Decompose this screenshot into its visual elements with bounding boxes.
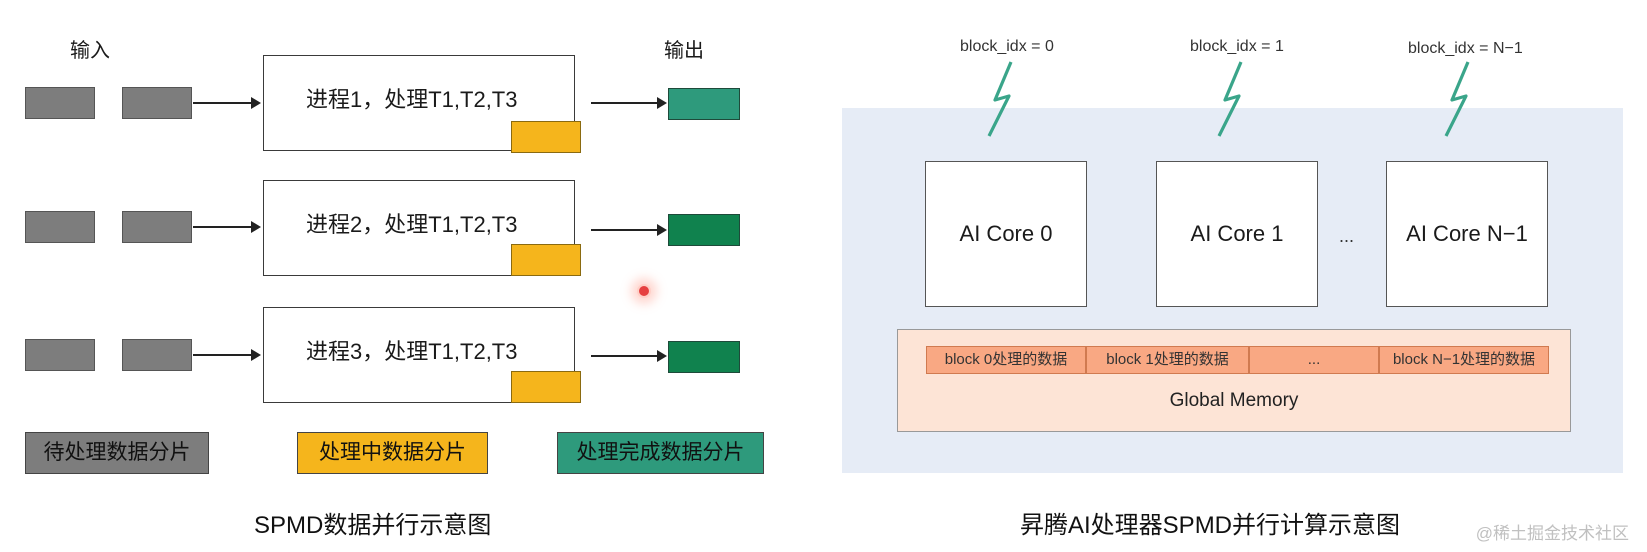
output-arrow	[591, 350, 667, 362]
left-caption: SPMD数据并行示意图	[254, 512, 492, 539]
process-box: 进程2，处理T1,T2,T3	[263, 180, 581, 276]
core-ellipsis: ...	[1339, 226, 1355, 246]
process-label: 进程1，处理T1,T2,T3	[306, 87, 518, 112]
block-idx-label: block_idx = N−1	[1408, 40, 1523, 57]
pending-chunk	[25, 211, 95, 243]
pending-chunk	[25, 87, 95, 119]
memory-cell: block N−1处理的数据	[1379, 346, 1549, 374]
output-arrow	[591, 97, 667, 109]
global-memory: block 0处理的数据 block 1处理的数据 ... block N−1处…	[897, 329, 1571, 432]
signal-bolt-icon	[987, 61, 1013, 137]
input-arrow	[193, 349, 261, 361]
right-caption: 昇腾AI处理器SPMD并行计算示意图	[1020, 512, 1401, 539]
processing-chunk	[511, 121, 581, 153]
input-arrow	[193, 97, 261, 109]
memory-cell: ...	[1249, 346, 1379, 374]
ai-core-box: AI Core N−1	[1386, 161, 1548, 307]
ai-core-box: AI Core 1	[1156, 161, 1318, 307]
signal-bolt-icon	[1217, 61, 1243, 137]
pointer-indicator	[637, 284, 651, 298]
process-label: 进程2，处理T1,T2,T3	[306, 212, 518, 237]
process-box: 进程1，处理T1,T2,T3	[263, 55, 581, 153]
legend-pending: 待处理数据分片	[25, 432, 209, 474]
ai-core-box: AI Core 0	[925, 161, 1087, 307]
output-arrow	[591, 224, 667, 236]
memory-cell: block 0处理的数据	[926, 346, 1086, 374]
process-label: 进程3，处理T1,T2,T3	[306, 339, 518, 364]
pending-chunk	[122, 87, 192, 119]
done-chunk	[668, 214, 740, 246]
done-chunk	[668, 341, 740, 373]
pending-chunk	[122, 211, 192, 243]
processing-chunk	[511, 371, 581, 403]
process-box: 进程3，处理T1,T2,T3	[263, 307, 581, 403]
legend-done: 处理完成数据分片	[557, 432, 764, 474]
input-label: 输入	[70, 40, 110, 62]
memory-cell: block 1处理的数据	[1086, 346, 1249, 374]
done-chunk	[668, 88, 740, 120]
global-memory-label: Global Memory	[1169, 390, 1299, 411]
block-idx-label: block_idx = 0	[960, 38, 1054, 55]
signal-bolt-icon	[1444, 61, 1470, 137]
processing-chunk	[511, 244, 581, 276]
watermark: @稀土掘金技术社区	[1475, 524, 1629, 543]
output-label: 输出	[664, 40, 704, 62]
pending-chunk	[122, 339, 192, 371]
input-arrow	[193, 221, 261, 233]
pending-chunk	[25, 339, 95, 371]
legend-processing: 处理中数据分片	[297, 432, 488, 474]
block-idx-label: block_idx = 1	[1190, 38, 1284, 55]
